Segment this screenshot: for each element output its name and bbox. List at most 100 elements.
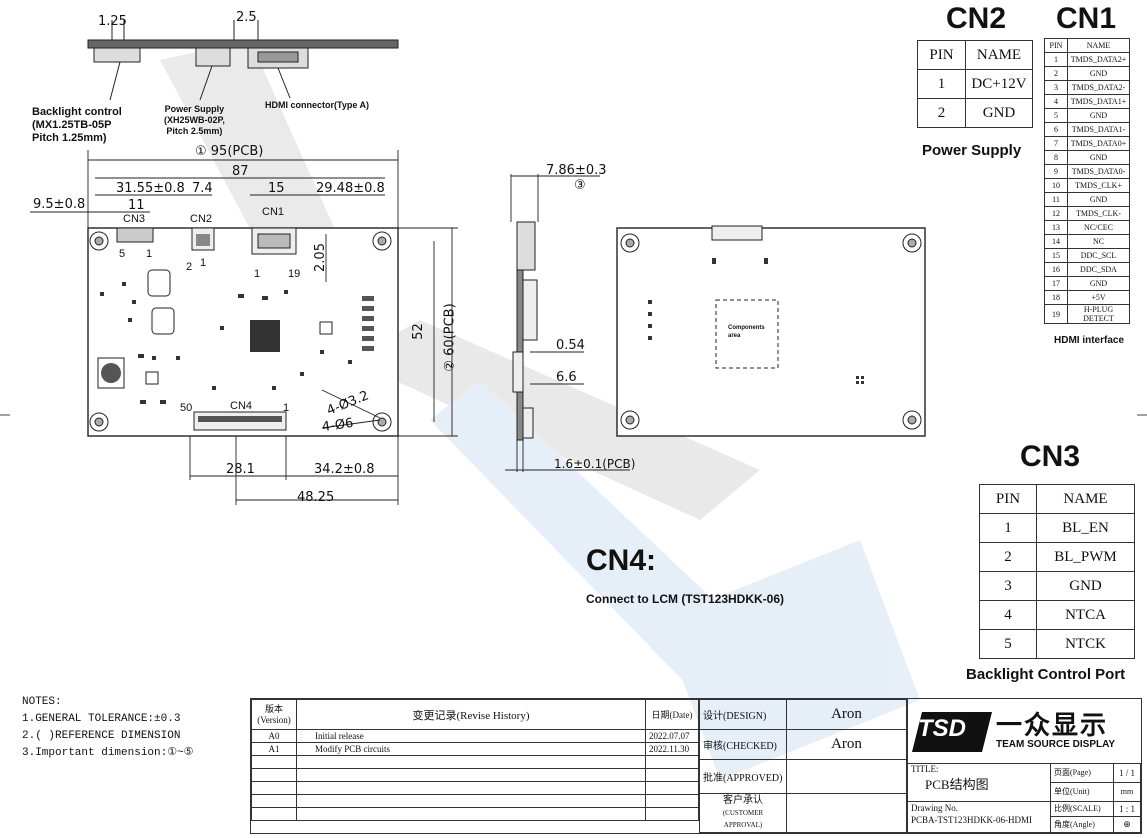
table-row: 设计(DESIGN) Aron (699, 699, 907, 730)
dim-mark-3: ③ (574, 178, 586, 193)
pin-name: TMDS_DATA0- (1067, 164, 1130, 179)
backlight-control-label: Backlight control (MX1.25TB-05P Pitch 1.… (32, 106, 122, 145)
pin-name: TMDS_DATA2+ (1067, 52, 1130, 67)
pin-number: 5 (979, 629, 1037, 659)
revision-ver: A1 (251, 742, 297, 756)
note-line: 1.GENERAL TOLERANCE:±0.3 (22, 713, 181, 725)
pin-name: GND (1067, 150, 1130, 165)
version-header: 版本 (Version) (251, 699, 297, 730)
company-name-en: TEAM SOURCE DISPLAY (996, 739, 1116, 750)
pin-name: TMDS_DATA1- (1067, 122, 1130, 137)
table-row (251, 755, 699, 769)
pin-name: TMDS_DATA0+ (1067, 136, 1130, 151)
table-row (251, 768, 699, 782)
revision-ver: A0 (251, 729, 297, 743)
pin-name: GND (1036, 571, 1135, 601)
pin-number: 2 (979, 542, 1037, 572)
dim-11: 11 (128, 198, 145, 213)
page-label: 页面(Page) (1050, 763, 1114, 783)
logo-graphic (912, 712, 992, 752)
pin-name: NTCA (1036, 600, 1135, 630)
dimension-lines (30, 150, 458, 505)
pin-name: H-PLUG DETECT (1067, 304, 1130, 324)
pin-name: GND (1067, 192, 1130, 207)
unit-label: 单位(Unit) (1050, 781, 1114, 802)
drawing-no-label: Drawing No. (911, 802, 958, 813)
design-name: Aron (786, 699, 907, 730)
dim-29-48: 29.48±0.8 (316, 181, 385, 196)
top-side-view (87, 20, 399, 101)
table-cell: GND (965, 98, 1033, 128)
cn3-pin-5: 5 (119, 248, 126, 260)
col-header-name: NAME (1067, 38, 1130, 53)
drawing-title: PCB结构图 (925, 777, 989, 792)
pin-number: 12 (1044, 206, 1068, 221)
cn3-pin-1: 1 (146, 248, 153, 260)
pin-name: TMDS_DATA2- (1067, 80, 1130, 95)
dim-7-4: 7.4 (192, 181, 213, 196)
pin-name: BL_PWM (1036, 542, 1135, 572)
cn1-title: CN1 (1056, 2, 1117, 35)
power-supply-caption: Power Supply (922, 142, 1022, 159)
company-name-cn: 一众显示 (996, 710, 1109, 740)
hdmi-connector-label: HDMI connector(Type A) (265, 100, 370, 110)
pin-number: 5 (1044, 108, 1068, 123)
angle-symbol-icon: ⊕ (1112, 816, 1142, 833)
dim-1-6: 1.6±0.1(PCB) (554, 457, 636, 471)
power-label-line: (XH25WB-02P, (164, 115, 225, 125)
pin-number: 11 (1044, 192, 1068, 207)
table-row: TITLE: PCB结构图 页面(Page) 1 / 1 (907, 763, 1142, 802)
table-row: 批准(APPROVED) (699, 759, 907, 794)
cn2-title: CN2 (946, 2, 1007, 35)
pin-name: GND (1067, 66, 1130, 81)
cn4-description: Connect to LCM (TST123HDKK-06) (586, 592, 785, 606)
version-header-line: (Version) (257, 714, 291, 725)
table-header-row: PIN NAME (1044, 38, 1130, 53)
pin-number: 4 (1044, 94, 1068, 109)
pin-number: 8 (1044, 150, 1068, 165)
pcb-side-view (505, 174, 630, 472)
pin-number: 9 (1044, 164, 1068, 179)
cn1-pin-19: 19 (288, 268, 301, 280)
pin-name: DDC_SCL (1067, 248, 1130, 263)
revise-header: 变更记录(Revise History) (296, 699, 646, 730)
notes-title: NOTES: (22, 696, 62, 708)
col-header-pin: PIN (917, 40, 966, 70)
drawing-no: PCBA-TST123HDKK-06-HDMI (911, 814, 1032, 825)
revision-date: 2022.11.30 (645, 742, 699, 756)
title-cell: TITLE: PCB结构图 (907, 763, 1051, 802)
pin-number: 2 (1044, 66, 1068, 81)
table-row: 角度(Angle) ⊕ (908, 816, 1142, 833)
scale-value: 1 : 1 (1112, 800, 1142, 818)
checked-label: 审核(CHECKED) (699, 729, 787, 760)
pin-name: TMDS_CLK- (1067, 206, 1130, 221)
approved-label: 批准(APPROVED) (699, 759, 787, 794)
scale-label: 比例(SCALE) (1050, 800, 1114, 818)
dim-2-5: 2.5 (236, 10, 257, 25)
pin-number: 14 (1044, 234, 1068, 249)
table-row (251, 794, 699, 808)
notes-block: NOTES: 1.GENERAL TOLERANCE:±0.3 2.( )REF… (22, 694, 194, 762)
dim-34-2: 34.2±0.8 (314, 462, 375, 477)
cn2-pin-1: 1 (200, 257, 207, 269)
dim-52: 52 (410, 323, 426, 340)
table-row: 18+5V (1044, 290, 1130, 305)
